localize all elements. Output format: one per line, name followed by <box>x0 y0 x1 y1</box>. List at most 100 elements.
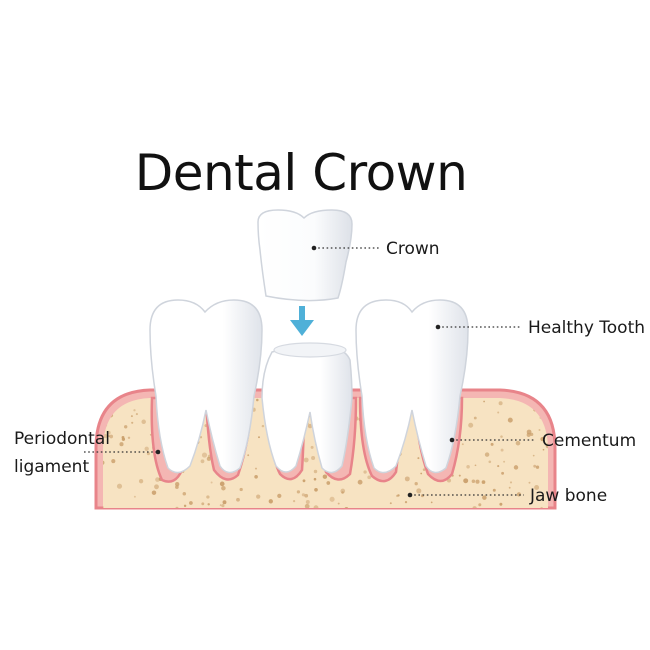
bone-speck <box>363 470 367 474</box>
crown-cap <box>257 209 353 302</box>
bone-speck <box>422 468 426 471</box>
bone-speck <box>540 506 543 508</box>
bone-speck <box>219 481 225 487</box>
label-healthy-tooth: Healthy Tooth <box>435 318 645 338</box>
bone-speck <box>513 465 519 470</box>
bone-speck <box>367 475 372 480</box>
bone-speck <box>155 477 160 482</box>
bone-speck <box>508 486 511 489</box>
bone-speck <box>541 398 544 400</box>
bone-speck <box>471 479 476 483</box>
left-healthy-tooth <box>149 299 263 474</box>
bone-speck <box>301 493 305 497</box>
bone-speck <box>499 502 503 506</box>
bone-speck <box>482 495 487 500</box>
bone-speck <box>497 411 500 414</box>
bone-speck <box>304 493 309 498</box>
bone-speck <box>138 479 144 484</box>
bone-speck <box>313 477 317 481</box>
bone-speck <box>222 500 227 505</box>
bone-speck <box>106 430 111 435</box>
bone-speck <box>103 434 108 439</box>
bone-speck <box>311 455 316 461</box>
bone-speck <box>133 495 136 498</box>
label-crown-text: Crown <box>386 239 440 259</box>
bone-speck <box>293 500 296 503</box>
bone-speck <box>130 415 133 418</box>
bone-speck <box>498 401 503 406</box>
bone-speck <box>488 460 492 464</box>
label-periodontal-ligament: Periodontal ligament <box>14 429 161 477</box>
bone-speck <box>296 490 301 494</box>
label-periodontal-line1: Periodontal <box>14 429 110 449</box>
bone-speck <box>256 494 261 499</box>
bone-speck <box>458 474 461 477</box>
bone-speck <box>116 483 123 489</box>
bone-speck <box>515 440 521 446</box>
bone-speck <box>490 442 494 446</box>
bone-speck <box>304 503 310 508</box>
bone-speck <box>344 506 349 508</box>
label-periodontal-line2: ligament <box>14 457 89 477</box>
bone-speck <box>478 503 482 507</box>
bone-speck <box>313 505 319 508</box>
bone-speck <box>404 476 410 482</box>
bone-speck <box>497 465 500 468</box>
bone-speck <box>532 454 535 457</box>
bone-speck <box>302 479 306 483</box>
bone-speck <box>189 501 193 505</box>
bone-speck <box>221 485 226 491</box>
bone-speck <box>528 481 531 484</box>
bone-speck <box>474 464 477 467</box>
bone-speck <box>256 398 259 402</box>
bone-speck <box>416 488 422 494</box>
bone-speck <box>417 457 420 460</box>
bone-speck <box>463 478 469 484</box>
bone-speck <box>200 459 205 464</box>
bone-speck <box>461 443 464 446</box>
bone-speck <box>183 504 187 508</box>
bone-speck <box>535 465 540 469</box>
bone-speck <box>530 432 534 436</box>
bone-speck <box>201 452 208 458</box>
bone-speck <box>131 421 134 424</box>
bone-speck <box>473 416 477 420</box>
bone-speck <box>509 481 513 484</box>
bone-speck <box>396 494 399 498</box>
bone-speck <box>341 491 344 494</box>
bone-speck <box>540 437 545 442</box>
bone-speck <box>481 480 486 484</box>
bone-speck <box>542 448 545 451</box>
bone-speck <box>307 423 313 429</box>
bone-speck <box>538 429 541 431</box>
bone-speck <box>247 454 250 457</box>
bone-speck <box>303 457 309 463</box>
bone-speck <box>357 479 363 485</box>
bone-speck <box>154 484 159 490</box>
bone-speck <box>534 485 540 490</box>
arrow-down-icon <box>290 306 314 336</box>
bone-speck <box>414 482 418 486</box>
bone-speck <box>121 435 125 439</box>
bone-speck <box>151 490 157 495</box>
bone-speck <box>268 499 273 504</box>
bone-speck <box>175 506 179 508</box>
bone-speck <box>141 419 146 425</box>
bone-speck <box>109 434 114 439</box>
prepared-tooth-abutment <box>261 342 353 474</box>
bone-speck <box>175 482 180 487</box>
bone-speck <box>313 469 318 474</box>
bone-speck <box>119 442 124 447</box>
bone-speck <box>500 448 504 452</box>
bone-speck <box>305 500 310 504</box>
bone-speck <box>420 472 423 475</box>
bone-speck <box>472 506 477 508</box>
bone-speck <box>337 502 340 505</box>
bone-speck <box>261 424 265 428</box>
bone-speck <box>219 504 222 506</box>
bone-speck <box>483 400 485 403</box>
bone-speck <box>503 460 506 463</box>
bone-speck <box>239 487 243 492</box>
bone-speck <box>326 481 331 485</box>
